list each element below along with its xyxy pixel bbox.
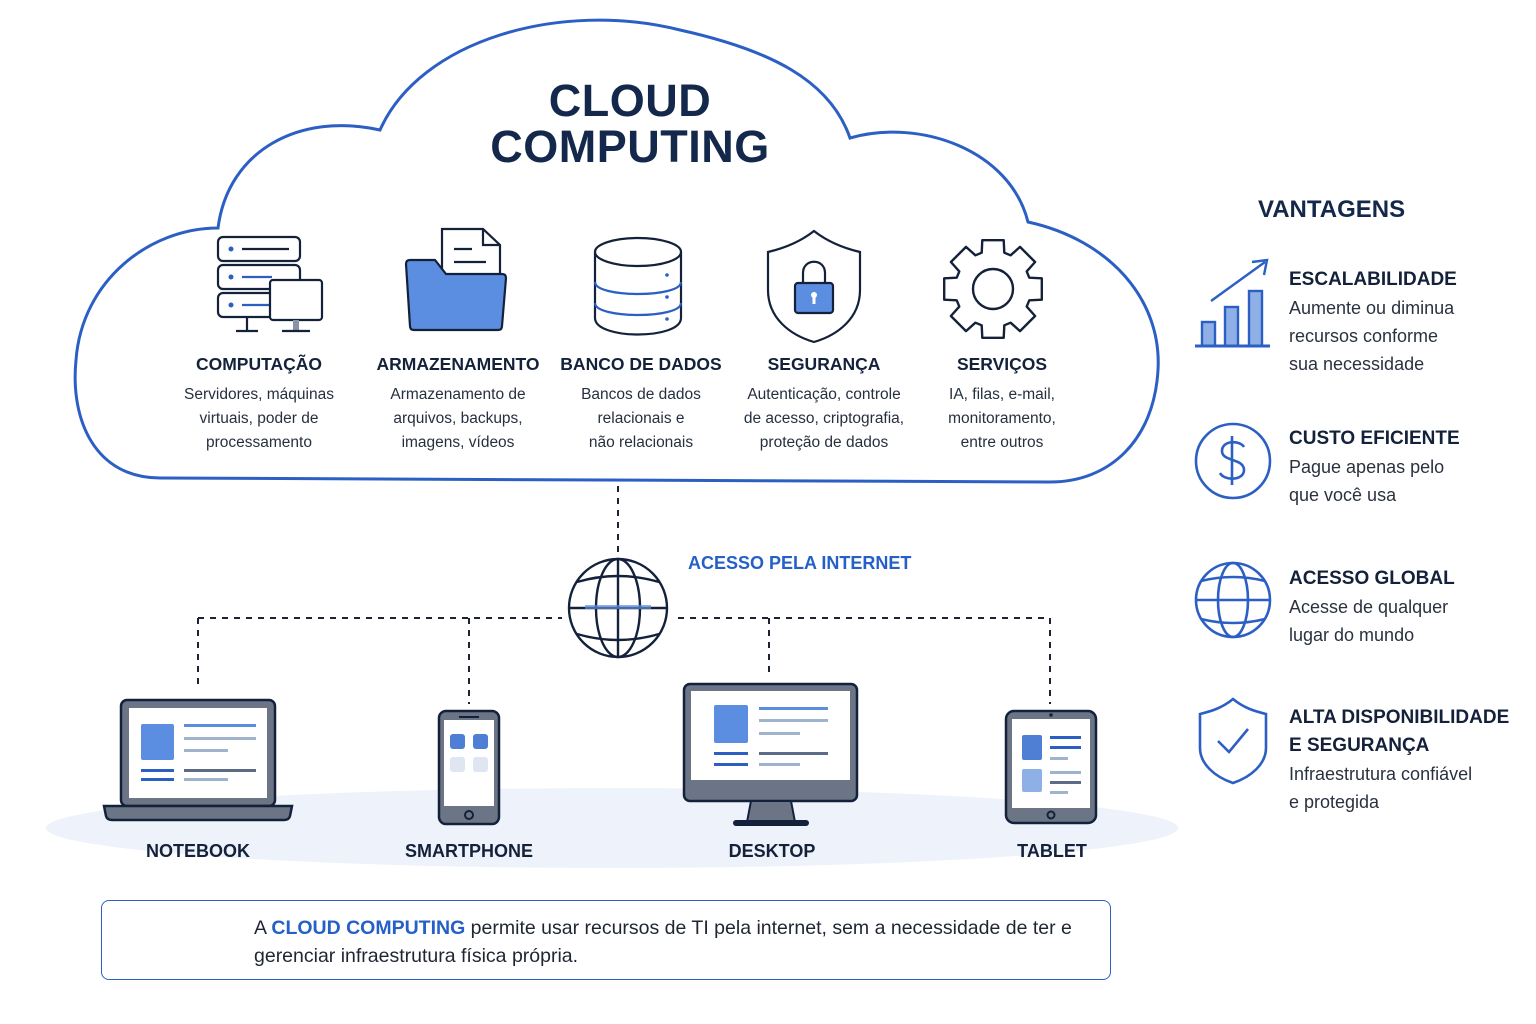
globe-icon	[1194, 561, 1272, 639]
advantage-title: ACESSO GLOBAL	[1289, 568, 1455, 589]
advantage-title: CUSTO EFICIENTE	[1289, 428, 1460, 449]
advantage-title: ALTA DISPONIBILIDADE E SEGURANÇA	[1289, 707, 1510, 756]
laptop-icon	[102, 698, 294, 822]
footer-prefix: A	[254, 917, 272, 939]
advantage-description: Pague apenas pelo que você usa	[1289, 457, 1445, 505]
footer-highlight: CLOUD COMPUTING	[271, 917, 466, 939]
service-seguranca: SEGURANÇA Autenticação, controle de aces…	[719, 354, 929, 455]
service-title: SERVIÇOS	[956, 354, 1048, 374]
advantage-title: ESCALABILIDADE	[1289, 269, 1457, 290]
device-label-notebook: NOTEBOOK	[145, 841, 250, 861]
smartphone-icon	[437, 709, 501, 826]
service-banco-de-dados: BANCO DE DADOS Bancos de dados relaciona…	[546, 354, 736, 455]
database-icon	[593, 236, 683, 336]
dollar-icon	[1194, 422, 1272, 500]
gear-outline	[943, 239, 1043, 339]
advantage-description: Aumente ou diminua recursos conforme sua…	[1289, 298, 1455, 374]
internet-access-label: ACESSO PELA INTERNET	[688, 553, 912, 573]
service-title: ARMAZENAMENTO	[376, 354, 540, 374]
tablet-icon	[1004, 709, 1098, 825]
title-line-1: CLOUD	[548, 75, 712, 126]
ground-shadow	[46, 788, 1178, 868]
connection-lines	[197, 486, 1051, 704]
folder-document-icon	[404, 227, 508, 332]
shield-check-icon	[1198, 697, 1268, 785]
device-label-tablet: TABLET	[1017, 841, 1087, 861]
advantage-custo-eficiente: CUSTO EFICIENTE Pague apenas pelo que vo…	[1289, 425, 1529, 509]
advantages-heading: VANTAGENS	[1258, 196, 1406, 223]
gear-hub	[971, 267, 1015, 311]
service-description: Autenticação, controle de acesso, cripto…	[743, 386, 905, 451]
service-title: BANCO DE DADOS	[560, 354, 722, 374]
advantage-escalabilidade: ESCALABILIDADE Aumente ou diminua recurs…	[1289, 266, 1529, 378]
page-title: CLOUD COMPUTING	[430, 78, 830, 170]
service-description: Armazenamento de arquivos, backups, imag…	[390, 386, 526, 451]
footer-text: A CLOUD COMPUTING permite usar recursos …	[254, 914, 1094, 970]
server-computer-icon	[216, 235, 324, 333]
service-title: COMPUTAÇÃO	[195, 354, 323, 374]
advantage-acesso-global: ACESSO GLOBAL Acesse de qualquer lugar d…	[1289, 565, 1529, 649]
globe-icon	[567, 557, 669, 659]
growth-chart-icon	[1195, 258, 1270, 348]
footer-body: permite usar recursos de TI pela interne…	[254, 917, 1072, 967]
shield-lock-icon	[766, 229, 862, 344]
title-line-2: COMPUTING	[490, 121, 770, 172]
service-servicos: SERVIÇOS IA, filas, e-mail, monitorament…	[907, 354, 1097, 455]
service-description: Servidores, máquinas virtuais, poder de …	[184, 386, 334, 451]
service-description: Bancos de dados relacionais e não relaci…	[581, 386, 701, 451]
service-description: IA, filas, e-mail, monitoramento, entre …	[948, 386, 1056, 451]
advantage-description: Acesse de qualquer lugar do mundo	[1289, 597, 1449, 645]
desktop-monitor-icon	[682, 682, 859, 826]
device-label-desktop: DESKTOP	[728, 841, 816, 861]
info-footer: A CLOUD COMPUTING permite usar recursos …	[101, 900, 1111, 980]
gear-icon	[943, 239, 1043, 339]
device-label-smartphone: SMARTPHONE	[404, 841, 533, 861]
advantage-alta-disponibilidade: ALTA DISPONIBILIDADE E SEGURANÇA Infraes…	[1289, 704, 1529, 816]
service-armazenamento: ARMAZENAMENTO Armazenamento de arquivos,…	[363, 354, 553, 455]
service-computacao: COMPUTAÇÃO Servidores, máquinas virtuais…	[164, 354, 354, 455]
service-title: SEGURANÇA	[767, 354, 881, 374]
advantage-description: Infraestrutura confiável e protegida	[1289, 764, 1473, 812]
